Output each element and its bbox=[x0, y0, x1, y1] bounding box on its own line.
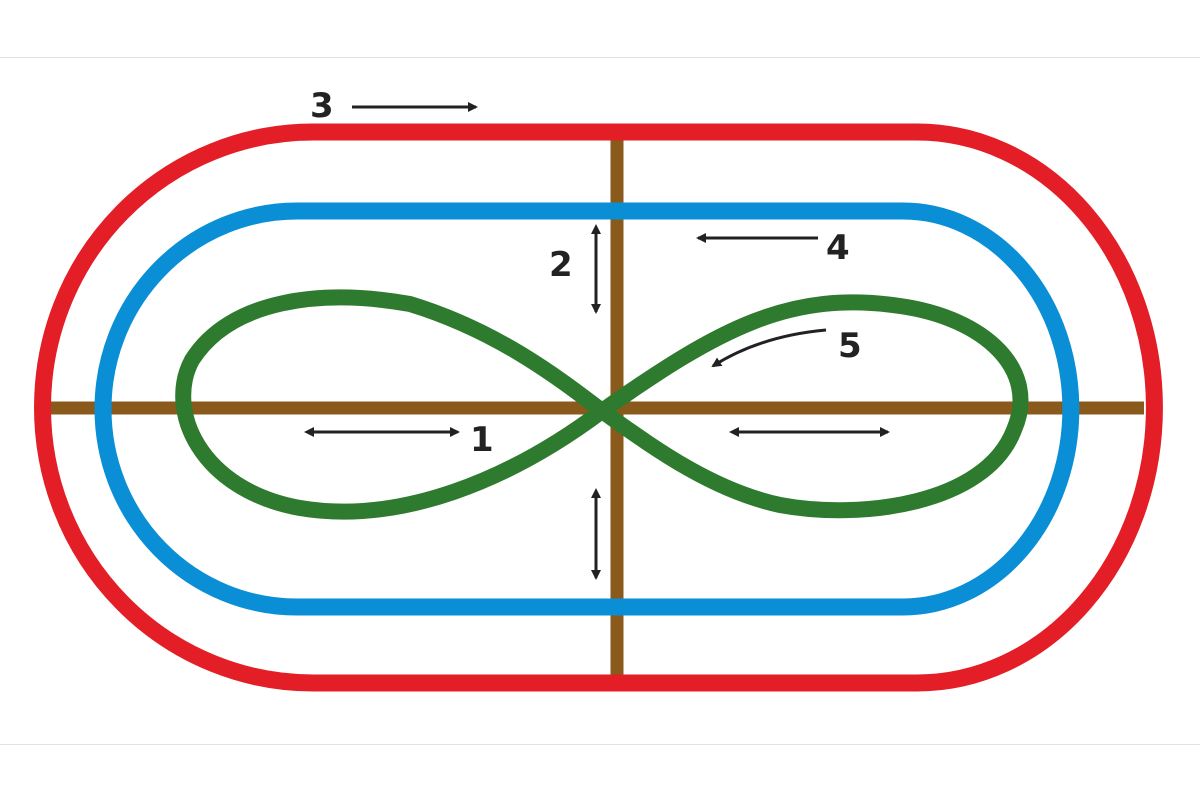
figure-eight-green bbox=[175, 289, 1029, 520]
outer-track-red bbox=[34, 123, 1163, 692]
middle-track-blue bbox=[94, 202, 1080, 616]
label-5: 5 bbox=[838, 326, 862, 366]
label-2: 2 bbox=[549, 245, 573, 285]
label-3: 3 bbox=[310, 86, 334, 126]
arrow-5-curved bbox=[711, 328, 827, 368]
label-1: 1 bbox=[470, 420, 494, 460]
label-4: 4 bbox=[826, 228, 850, 268]
